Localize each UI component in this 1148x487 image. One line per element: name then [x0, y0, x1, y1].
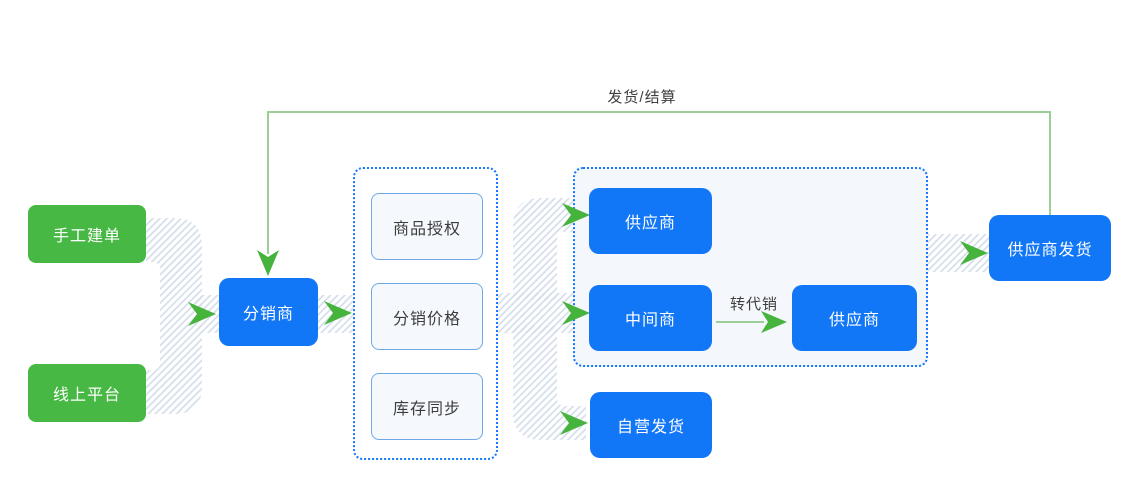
arrowhead-into-supplier-delivery: [960, 241, 988, 265]
node-self-delivery: 自营发货: [590, 392, 712, 458]
node-inventory-sync-label: 库存同步: [392, 400, 461, 418]
node-middleman-label: 中间商: [624, 312, 676, 329]
node-supplier-delivery-label: 供应商发货: [1007, 242, 1093, 259]
node-middleman: 中间商: [589, 285, 712, 351]
arrowhead-into-self-delivery: [560, 411, 588, 435]
feedback-edge-label: 发货/结算: [607, 89, 677, 106]
node-distributor-label: 分销商: [242, 306, 294, 323]
node-supplier-delivery: 供应商发货: [989, 215, 1111, 281]
node-manual-order-label: 手工建单: [52, 228, 121, 245]
arrowhead-into-settings: [324, 301, 352, 325]
arrowhead-into-distributor: [188, 302, 216, 326]
pipe-sources-stub: [196, 295, 219, 333]
consignment-edge-label: 转代销: [729, 296, 778, 313]
node-distributor: 分销商: [219, 278, 318, 346]
node-product-authorization: 商品授权: [371, 193, 483, 260]
node-online-platform: 线上平台: [28, 364, 146, 422]
node-supplier-secondary-label: 供应商: [828, 312, 880, 329]
node-distribution-price-label: 分销价格: [392, 310, 461, 328]
node-supplier-top: 供应商: [589, 188, 712, 254]
node-inventory-sync: 库存同步: [371, 373, 483, 440]
node-self-delivery-label: 自营发货: [616, 419, 685, 436]
node-online-platform-label: 线上平台: [52, 387, 121, 404]
pipe-sources-to-distributor: [146, 218, 202, 414]
arrowhead-feedback-down: [257, 250, 279, 276]
node-distribution-price: 分销价格: [371, 283, 483, 350]
pipe-suppliergroup-to-delivery: [928, 234, 989, 272]
node-supplier-top-label: 供应商: [624, 215, 676, 232]
node-product-authorization-label: 商品授权: [392, 220, 461, 238]
node-supplier-secondary: 供应商: [792, 285, 917, 351]
pipe-distributor-to-settings: [318, 295, 357, 333]
node-manual-order: 手工建单: [28, 205, 146, 263]
